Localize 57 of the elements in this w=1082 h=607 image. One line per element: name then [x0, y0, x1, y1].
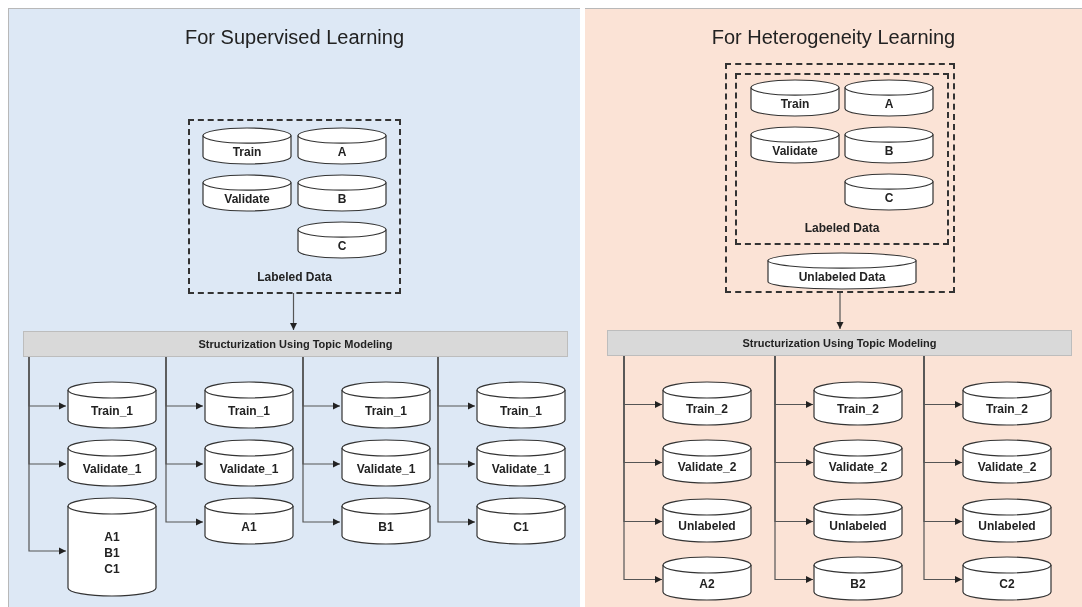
- arrow: [774, 354, 814, 583]
- arrow: [290, 292, 297, 331]
- cylinder-label: Train_1: [228, 402, 270, 420]
- cylinder-label: C2: [999, 576, 1015, 593]
- group-label: Labeled Data: [257, 269, 332, 286]
- cylinder-label: B: [337, 190, 347, 208]
- cylinder-label: C: [884, 189, 894, 207]
- cylinder-label: Train_1: [500, 402, 542, 420]
- dashed-group-box: [725, 63, 955, 293]
- cylinder-label: A1 B1 C1: [103, 528, 121, 578]
- cylinder-label: Train_2: [837, 401, 879, 418]
- cylinder-label: C: [337, 237, 347, 255]
- cylinder-label: Train_2: [686, 401, 728, 418]
- cylinder-label: Train_1: [365, 402, 407, 420]
- cylinder-label: Validate_1: [356, 460, 416, 478]
- cylinder-label: Train: [780, 95, 810, 113]
- cylinder-label: Train_2: [986, 401, 1028, 418]
- arrow: [923, 354, 963, 583]
- cylinder-label: Validate_2: [677, 459, 737, 476]
- arrow: [623, 354, 663, 583]
- cylinder-label: B1: [378, 518, 394, 536]
- cylinder-label: Unlabeled: [678, 518, 736, 535]
- panel-title: For Heterogeneity Learning: [711, 25, 956, 50]
- arrow: [437, 355, 476, 526]
- arrow: [165, 355, 204, 526]
- dashed-group-box: [188, 119, 401, 294]
- arrow: [28, 355, 67, 555]
- dashed-group-box: [735, 73, 949, 245]
- cylinder-label: C1: [513, 518, 529, 536]
- cylinder-label: Validate_1: [219, 460, 279, 478]
- cylinder-label: A: [884, 95, 894, 113]
- cylinder-label: B2: [850, 576, 866, 593]
- arrow: [836, 291, 844, 330]
- panel-background: [8, 8, 580, 607]
- bar-label: Structurization Using Topic Modeling: [742, 335, 937, 351]
- group-label: Labeled Data: [804, 220, 880, 237]
- cylinder-label: A1: [241, 518, 257, 536]
- bar-label: Structurization Using Topic Modeling: [198, 336, 393, 352]
- cylinder-label: Train: [232, 143, 262, 161]
- cylinder-label: Validate_1: [491, 460, 551, 478]
- process-bar: [607, 330, 1072, 356]
- cylinder-label: A: [337, 143, 347, 161]
- process-bar: [23, 331, 568, 357]
- cylinder-label: Validate_2: [977, 459, 1037, 476]
- cylinder-label: Validate_2: [828, 459, 888, 476]
- cylinder-label: Validate_1: [82, 460, 142, 478]
- cylinder-label: Validate: [224, 190, 270, 208]
- cylinder-label: Unlabeled: [978, 518, 1036, 535]
- panel-background: [585, 8, 1082, 607]
- cylinder-label: A2: [699, 576, 715, 593]
- cylinder-label: Validate: [772, 142, 818, 160]
- cylinder-label: Train_1: [91, 402, 133, 420]
- cylinder-label: B: [884, 142, 894, 160]
- cylinder-label: Unlabeled Data: [798, 268, 886, 286]
- panel-title: For Supervised Learning: [185, 25, 404, 50]
- cylinder-label: Unlabeled: [829, 518, 887, 535]
- arrow: [302, 355, 341, 526]
